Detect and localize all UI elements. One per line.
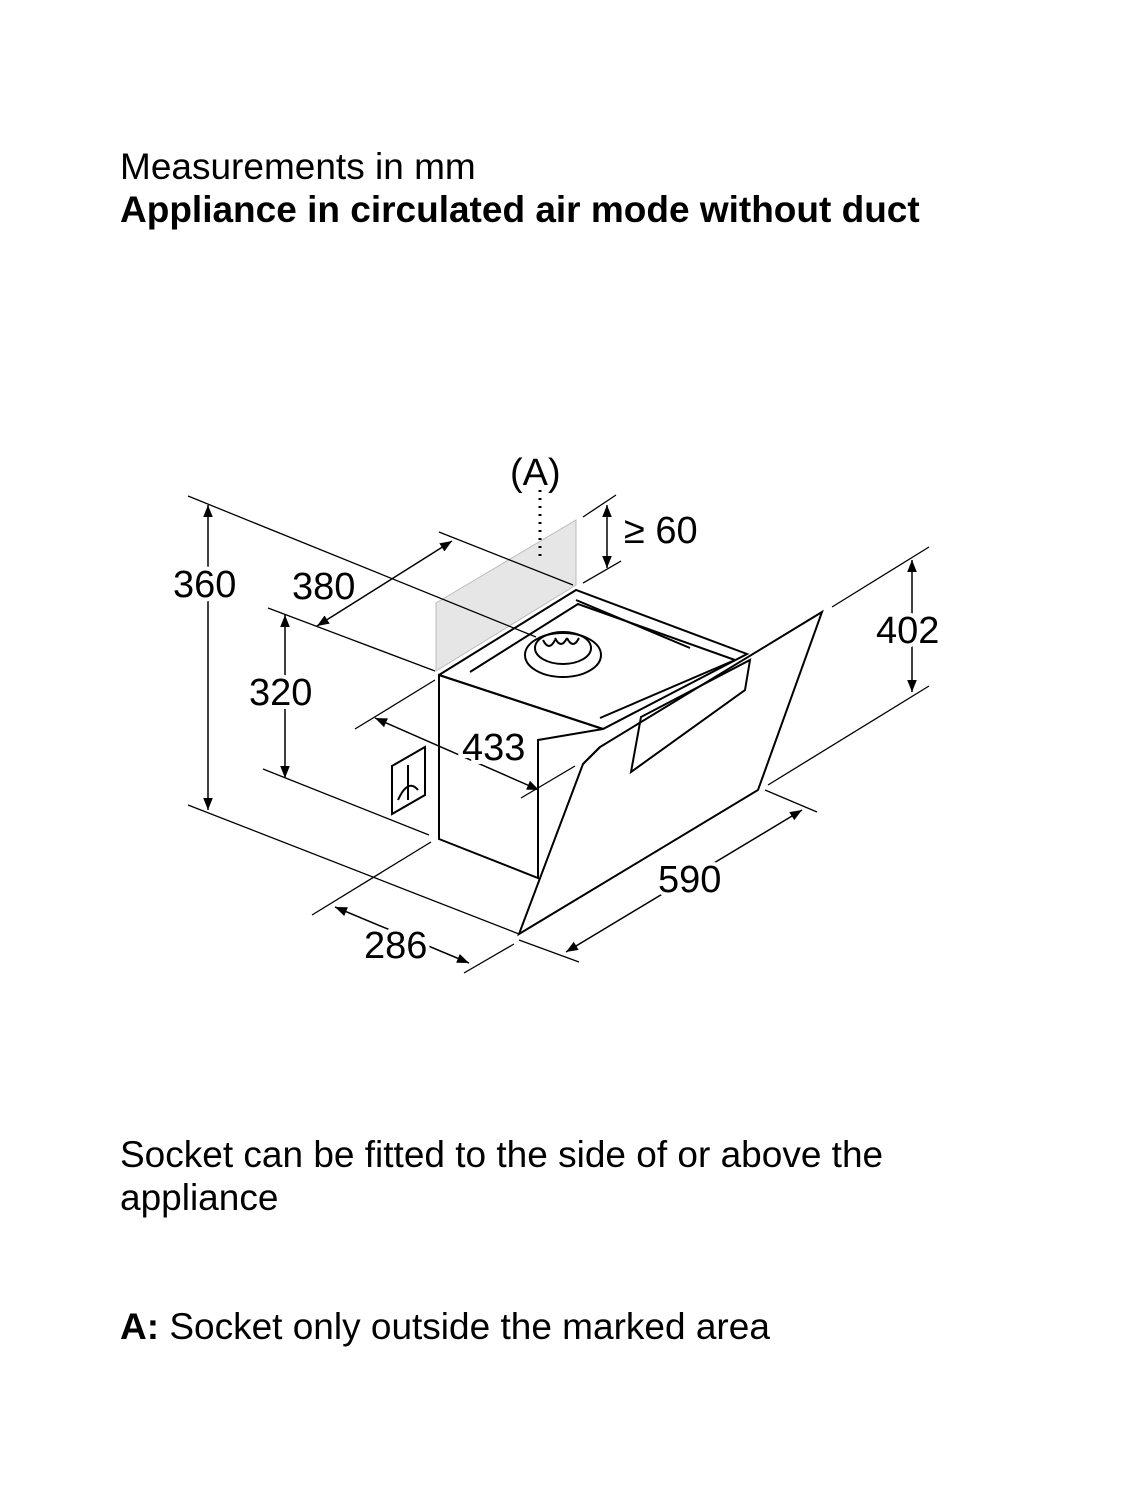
dim-360-label: 360 bbox=[173, 564, 236, 606]
measurements-label: Measurements in mm bbox=[120, 146, 476, 187]
dim-320-label: 320 bbox=[249, 672, 312, 714]
diagram-title: Appliance in circulated air mode without… bbox=[120, 189, 920, 230]
dim-402-label: 402 bbox=[876, 610, 939, 652]
dim-433-label: 433 bbox=[462, 727, 525, 769]
dimension-arrows bbox=[203, 505, 917, 964]
legend-text: Socket only outside the marked area bbox=[169, 1306, 770, 1347]
fan-outlet bbox=[524, 632, 602, 678]
dim-590-label: 590 bbox=[658, 859, 721, 901]
dim-60-label: ≥ 60 bbox=[624, 510, 698, 552]
dim-286-label: 286 bbox=[364, 925, 427, 967]
dim-590-arrow bbox=[565, 809, 803, 953]
legend-key: A: bbox=[120, 1306, 160, 1347]
dim-380-arrow bbox=[316, 540, 453, 627]
legend-a: A: Socket only outside the marked area bbox=[120, 1305, 770, 1348]
dim-433-arrow bbox=[374, 717, 540, 791]
dim-380-label: 380 bbox=[292, 566, 355, 608]
socket-icon bbox=[391, 745, 426, 816]
marked-area bbox=[435, 519, 577, 672]
marker-label: (A) bbox=[510, 452, 561, 494]
dim-286-arrow bbox=[334, 906, 470, 964]
socket-note: Socket can be fitted to the side of or a… bbox=[120, 1134, 884, 1218]
